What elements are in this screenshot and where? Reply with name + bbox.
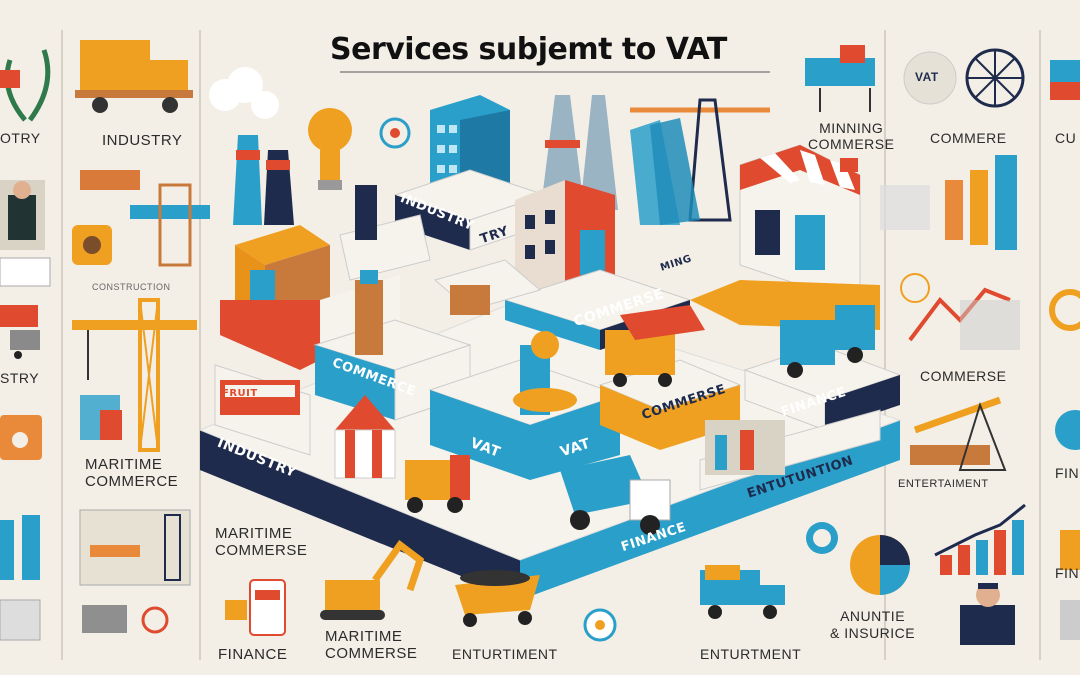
label-construction-caption: CONSTRUCTION <box>92 282 171 292</box>
label-finance: FINANCE <box>218 646 288 663</box>
vat-badge-icon <box>903 51 957 105</box>
commerce-block-left <box>313 270 472 421</box>
edge-shapes-right <box>1055 410 1080 640</box>
label-mining-commerse: MINNING COMMERSE <box>808 120 894 152</box>
label-line: COMMERSE <box>808 136 895 152</box>
growth-chart-icon <box>934 503 1026 575</box>
center-crane <box>630 98 770 225</box>
excavator-icon <box>320 540 425 620</box>
commerce-block-right <box>598 305 742 450</box>
sign-panel-icon <box>0 257 51 287</box>
pie-chart-icon <box>850 535 910 595</box>
circus-tent-icon <box>334 395 396 479</box>
entertainment-band <box>699 409 881 491</box>
tower-crane-left-icon <box>72 298 197 452</box>
delivery-truck-icon <box>75 40 193 113</box>
label-line: MARITIME <box>215 525 293 542</box>
music-note-icon <box>583 608 617 642</box>
label-edge-cu: CU <box>1055 130 1077 146</box>
bar-stack-icon <box>0 515 41 641</box>
column-dividers <box>61 30 1041 660</box>
label-commerse-right: COMMERSE <box>920 368 1007 384</box>
businessman-figure-icon <box>0 180 45 250</box>
phone-card-icon <box>225 579 286 636</box>
red-building <box>515 180 615 300</box>
label-entertainment-a: ENTURTIMENT <box>452 646 558 662</box>
forklift-icon <box>405 455 470 513</box>
small-truck-icon <box>0 305 40 359</box>
label-line: MARITIME <box>325 628 403 645</box>
label-edge-fin-2: FIN <box>1055 565 1080 581</box>
small-truck-crate-icon <box>805 45 875 112</box>
label-line: MARITIME <box>85 456 163 473</box>
finance-block <box>690 280 902 431</box>
label-industry-cut: OTRY <box>0 130 41 146</box>
businessman-icon <box>960 583 1015 645</box>
food-truck-icon <box>605 305 705 387</box>
shelving-icon <box>80 395 122 440</box>
label-line: COMMERSE <box>325 645 418 662</box>
vat-badge-text: VAT <box>915 70 939 84</box>
label-maritime-commerse-left: MARITIME COMMERSE <box>215 525 307 559</box>
dollar-coin-icon <box>806 522 838 554</box>
wreath-icon <box>0 49 51 122</box>
label-industry: INDUSTRY <box>102 132 183 149</box>
wheel-icon <box>965 48 1025 108</box>
shopping-bag-icon <box>0 415 42 460</box>
blue-van-icon <box>780 305 875 378</box>
label-line: MINNING <box>819 120 884 136</box>
label-commere: COMMERE <box>930 130 1007 146</box>
lightbulb-icon <box>308 108 352 190</box>
label-industry-cut-2: STRY <box>0 370 40 386</box>
fruit-sign: FRUIT <box>222 388 258 399</box>
label-entertainment-b: ENTURTMENT <box>700 646 802 662</box>
store-awning <box>739 144 861 291</box>
industry-band-left <box>214 364 311 456</box>
label-annuity-insurance: ANUNTIE & INSURICE <box>830 608 915 642</box>
label-line: & INSURICE <box>830 625 916 641</box>
label-line: ANUNTIE <box>840 608 906 624</box>
factory-machine-icon <box>72 170 210 267</box>
gear-icon <box>1049 289 1080 331</box>
flag-icon <box>1050 60 1080 100</box>
dump-truck-icon <box>560 455 671 535</box>
pickup-truck-icon <box>700 565 785 619</box>
container-shelf-icon <box>79 509 191 634</box>
coin-icon <box>379 117 411 149</box>
vat-central-block <box>428 331 622 480</box>
label-maritime-commerse-mid: MARITIME COMMERSE <box>325 628 417 662</box>
bar-chart-icon <box>880 155 1017 250</box>
mining-cart-icon <box>455 570 540 627</box>
label-entertainment-right: ENTERTAIMENT <box>898 478 989 490</box>
label-edge-fin-1: FIN <box>1055 465 1080 481</box>
oil-pump-icon <box>910 396 1007 471</box>
label-line: COMMERSE <box>215 542 308 559</box>
label-maritime-commerce: MARITIME COMMERCE <box>85 456 178 490</box>
factory-smokestacks <box>209 67 294 225</box>
line-chart-icon <box>900 273 1020 350</box>
page-title: Services subjemt to VAT <box>330 32 727 67</box>
label-line: COMMERCE <box>85 473 179 490</box>
